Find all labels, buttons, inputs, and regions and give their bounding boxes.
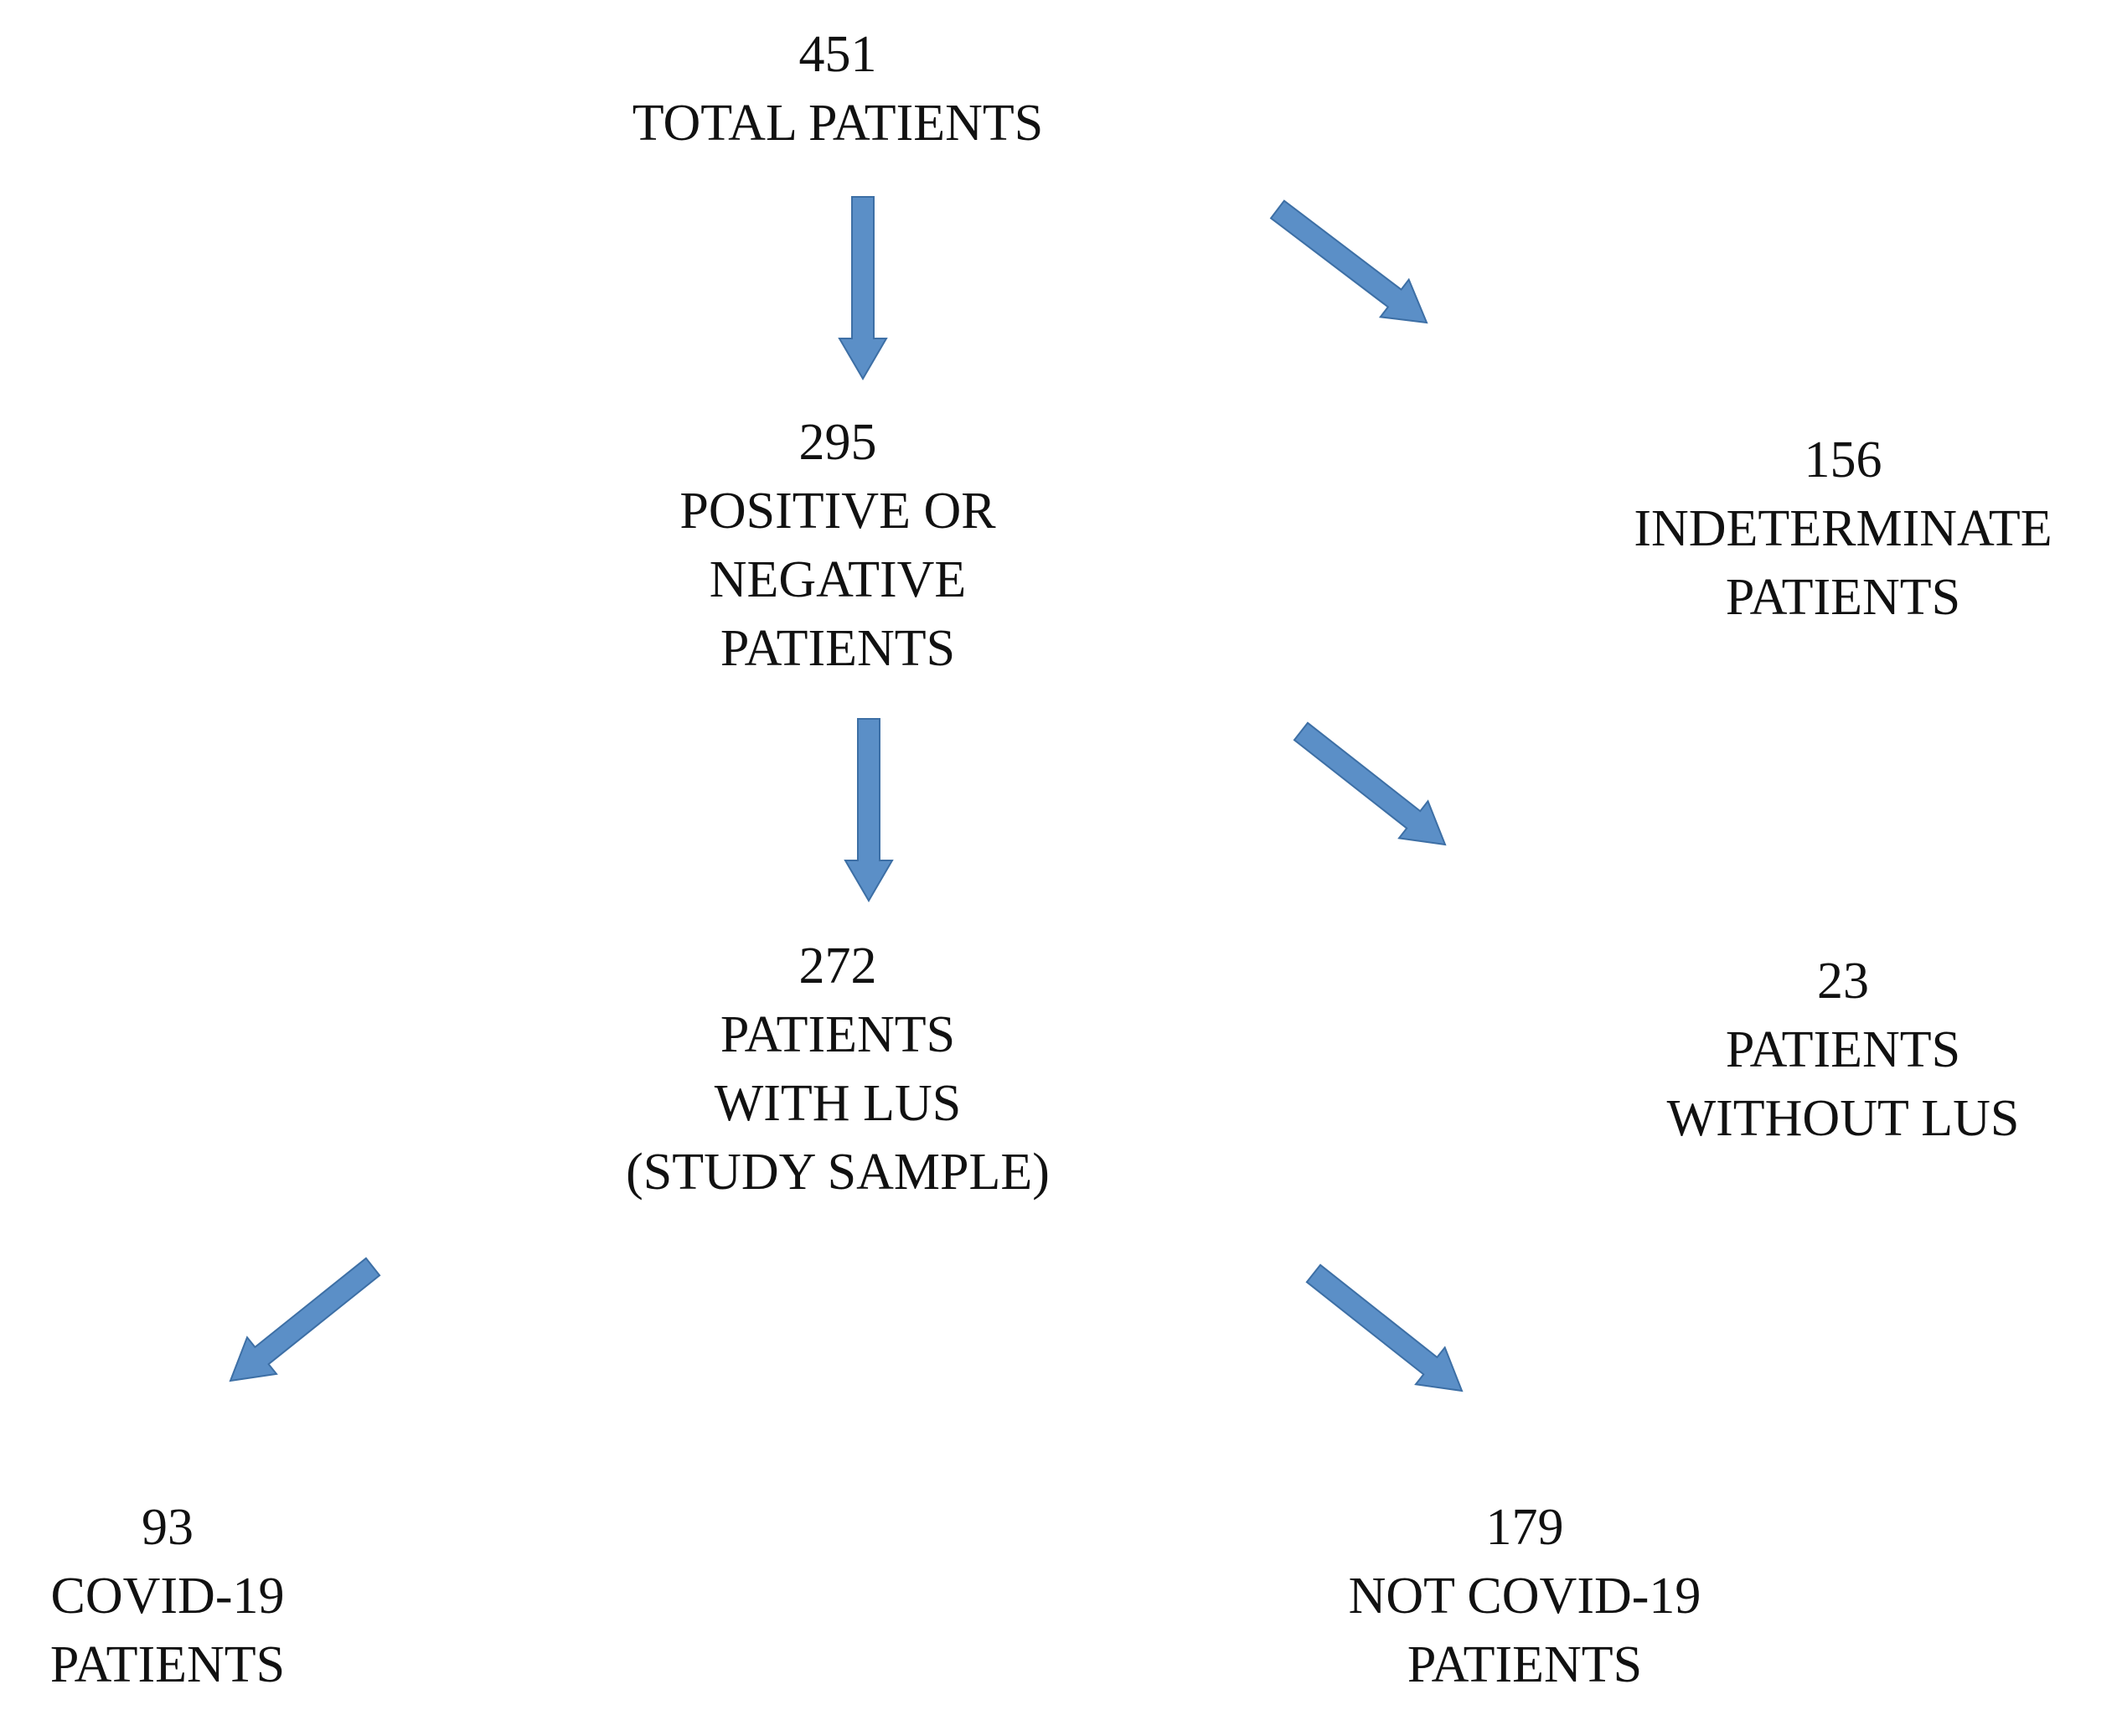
node-label-line: (STUDY SAMPLE)	[626, 1144, 1050, 1201]
arrow-total-to-pos_neg	[838, 196, 888, 380]
node-count: 451	[798, 26, 877, 83]
node-count: 156	[1804, 431, 1882, 488]
node-total-patients: 451 TOTAL PATIENTS	[545, 20, 1131, 158]
node-count: 272	[798, 938, 877, 995]
node-label-line: INDETERMINATE	[1634, 500, 2052, 557]
node-positive-or-negative: 295 POSITIVE OR NEGATIVE PATIENTS	[545, 408, 1131, 683]
node-label-line: POSITIVE OR	[679, 483, 996, 540]
node-label-line: WITH LUS	[714, 1075, 962, 1132]
node-label-line: PATIENTS	[720, 1006, 956, 1063]
node-label-line: PATIENTS	[1407, 1636, 1643, 1693]
node-label-line: TOTAL PATIENTS	[632, 95, 1044, 152]
arrow-with_lus-to-covid	[229, 1257, 381, 1382]
node-label-line: NEGATIVE	[709, 551, 967, 608]
node-label-line: PATIENTS	[1725, 569, 1961, 626]
node-not-covid-19: 179 NOT COVID-19 PATIENTS	[1231, 1493, 1818, 1699]
node-label-line: COVID-19	[50, 1568, 285, 1625]
node-label-line: PATIENTS	[49, 1636, 286, 1693]
node-with-lus: 272 PATIENTS WITH LUS (STUDY SAMPLE)	[545, 932, 1131, 1206]
node-covid-19: 93 COVID-19 PATIENTS	[0, 1493, 335, 1699]
arrow-with_lus-to-not_covid	[1305, 1263, 1464, 1392]
node-without-lus: 23 PATIENTS WITHOUT LUS	[1550, 947, 2122, 1153]
node-count: 295	[798, 414, 877, 471]
node-indeterminate: 156 INDETERMINATE PATIENTS	[1550, 426, 2122, 632]
arrow-pos_neg-to-with_lus	[844, 718, 894, 902]
arrow-total-to-indeterminate	[1269, 199, 1428, 324]
node-count: 179	[1485, 1499, 1564, 1556]
arrow-pos_neg-to-without_lus	[1293, 721, 1447, 846]
node-label-line: WITHOUT LUS	[1666, 1090, 2020, 1147]
node-label-line: PATIENTS	[720, 620, 956, 677]
node-count: 93	[142, 1499, 194, 1556]
node-count: 23	[1817, 953, 1869, 1010]
node-label-line: PATIENTS	[1725, 1021, 1961, 1078]
node-label-line: NOT COVID-19	[1348, 1568, 1701, 1625]
